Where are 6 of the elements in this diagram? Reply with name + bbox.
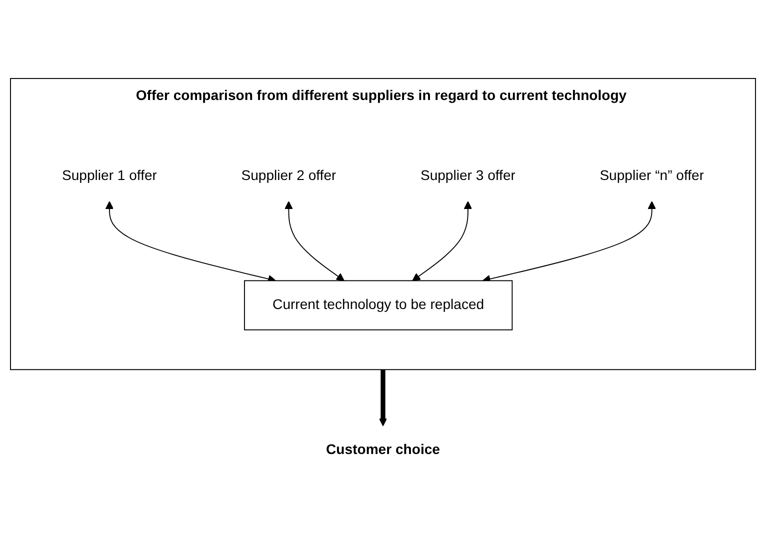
text-label: Supplier “n” offer (600, 168, 704, 184)
text-label: Supplier 3 offer (420, 168, 516, 184)
text-label: Customer choice (326, 442, 440, 458)
process-box: Current technology to be replaced (244, 280, 513, 331)
text-label: Supplier 2 offer (241, 168, 336, 184)
text-label: Supplier 1 offer (62, 168, 157, 184)
